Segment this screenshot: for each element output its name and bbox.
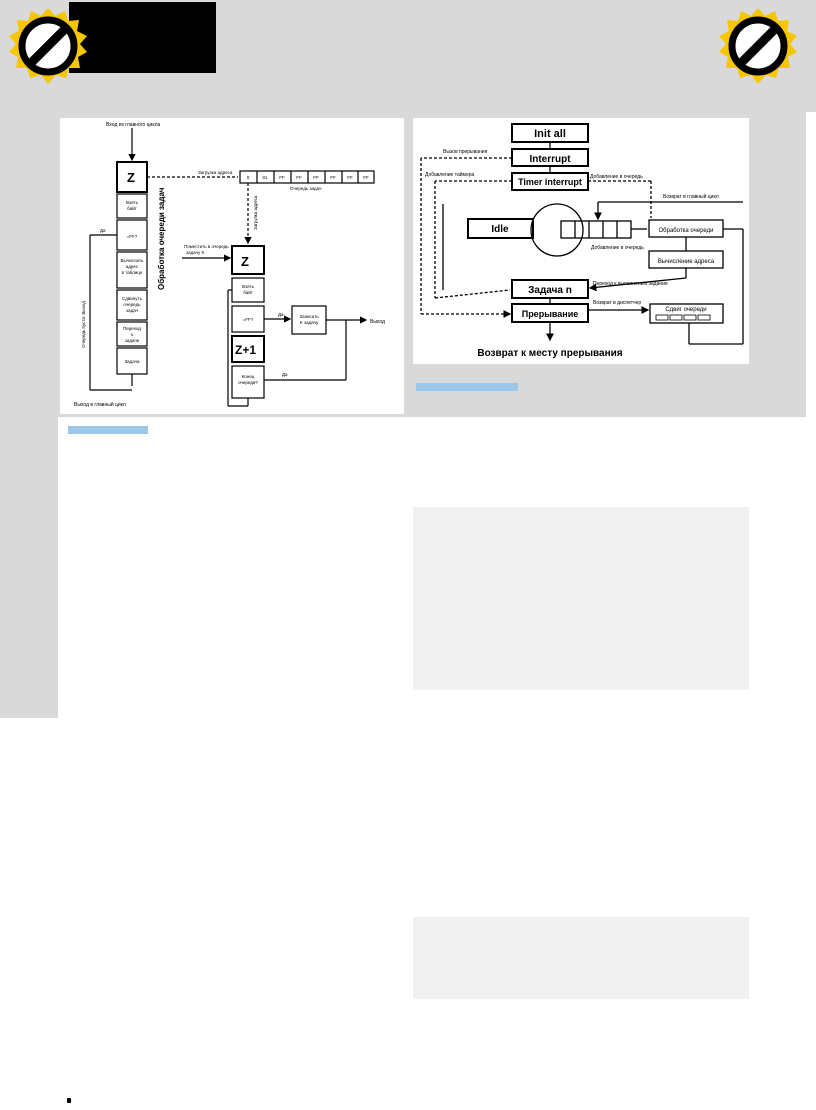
- eq-ff-label: =FF?: [127, 234, 138, 239]
- z-label: Z: [127, 170, 135, 185]
- no-entry-icon: [719, 8, 797, 84]
- return-to-point-label: Возврат к месту прерывания: [477, 348, 622, 359]
- init-label: Init all: [534, 128, 566, 140]
- exit-label: Выход в главный цикл: [74, 401, 126, 408]
- queue-label: Очередь задач: [290, 186, 322, 191]
- empty-exit-label: Очередь пуста: Выход: [81, 301, 86, 348]
- queue-cell: FF: [296, 175, 302, 180]
- yes-label: Да: [100, 228, 106, 233]
- shift-queue-cells: [655, 314, 711, 321]
- load-addr-vertical: Загрузка адреса: [253, 195, 258, 230]
- call-interrupt-label: Вызов прерывания: [443, 149, 488, 155]
- queue-cell: 0: [247, 175, 250, 180]
- task-n-label: Задача n: [528, 285, 572, 296]
- page-sidebar-band: [0, 112, 58, 718]
- vertical-title: Обработка очереди задач: [157, 187, 166, 290]
- figure-caption-strip: [68, 426, 148, 434]
- header-black-box: [69, 2, 216, 73]
- goto-exec-label: Переход к выполнению задания: [593, 281, 668, 287]
- queue-cells: 0 01 FF FF FF FF FF FF: [247, 175, 369, 180]
- zp1-label: Z+1: [235, 343, 256, 357]
- sidebar-box: [413, 917, 749, 999]
- return-main-label: Возврат в главный цикл: [663, 193, 719, 200]
- return-dispatcher-label: Возврат в диспетчер: [593, 300, 641, 306]
- figure-caption-strip: [416, 383, 518, 391]
- yes2-label: Да: [278, 312, 284, 317]
- queue-cell: FF: [313, 175, 319, 180]
- add-queue-mid-label: Добавление в очередь: [591, 245, 644, 251]
- add-timer-label: Добавление таймера: [425, 171, 475, 178]
- shift-queue-label: Сдвиг очереди: [665, 307, 706, 313]
- z2-label: Z: [241, 254, 249, 269]
- page-marker: [67, 1098, 71, 1103]
- eq-ff2-label: =FF?: [243, 317, 254, 322]
- queue-cell: FF: [363, 175, 369, 180]
- sidebar-box: [413, 507, 749, 690]
- interrupt-label: Interrupt: [529, 154, 571, 165]
- queue-cell: FF: [279, 175, 285, 180]
- entry-label: Вход из главного цикла: [106, 122, 160, 128]
- add-queue-top-label: Добавление в очередь: [590, 174, 643, 180]
- interruption-label: Прерывание: [522, 309, 579, 319]
- exit2-label: Выход: [370, 319, 385, 325]
- no-entry-icon: [9, 8, 87, 84]
- task-label: Задача: [124, 359, 140, 364]
- queue-cell: FF: [347, 175, 353, 180]
- dispatcher-flowchart: Init all Interrupt Вызов прерывания Доба…: [413, 118, 749, 364]
- idle-label: Idle: [491, 224, 509, 235]
- process-queue-label: Обработка очереди: [659, 228, 714, 234]
- calc-addr-label: Вычисление адреса: [658, 259, 715, 265]
- timer-interrupt-label: Timer interrupt: [518, 177, 582, 187]
- queue-cell: 01: [262, 175, 268, 180]
- queue-cell: FF: [330, 175, 336, 180]
- load-addr-label: Загрузка адреса: [198, 170, 233, 175]
- yes3-label: Да: [282, 372, 288, 377]
